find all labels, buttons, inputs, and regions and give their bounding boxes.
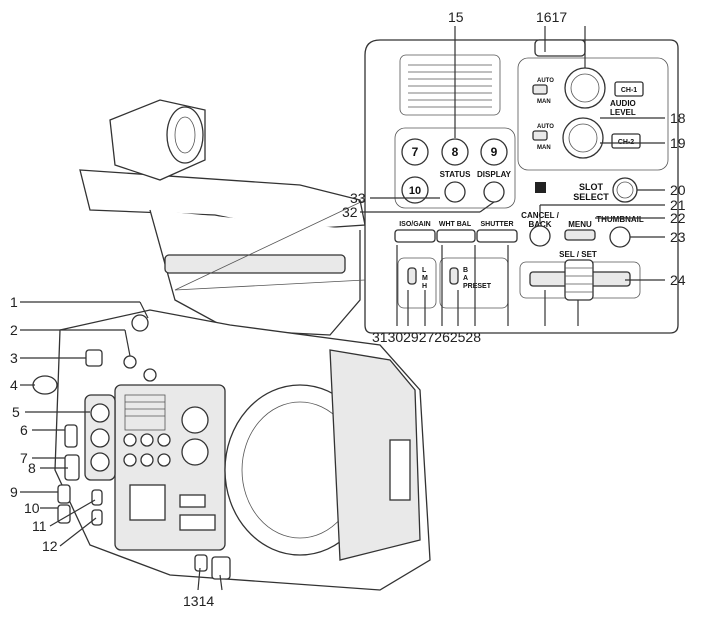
callout-21: 21 (670, 197, 686, 213)
audio-level-label-1: AUDIO (610, 99, 636, 108)
callout-6: 6 (20, 422, 28, 438)
callout-24: 24 (670, 272, 686, 288)
ch2-auto-man-switch[interactable] (532, 130, 548, 141)
display-label: DISPLAY (477, 170, 512, 179)
leader-lines (20, 26, 665, 591)
audio-level-label-2: LEVEL (610, 108, 636, 117)
callout-numbers: 1 2 3 4 5 6 7 8 9 10 11 12 1314 15 1617 … (10, 9, 686, 609)
btn9-label: 9 (491, 145, 498, 159)
callout-10: 10 (24, 500, 40, 516)
thumbnail-label: THUMBNAIL (596, 215, 644, 224)
sel-set-label: SEL / SET (559, 250, 597, 259)
wht-bal-label: WHT BAL (439, 221, 472, 228)
callout-1: 1 (10, 294, 18, 310)
gain-switch[interactable] (407, 267, 417, 285)
callout-9: 9 (10, 484, 18, 500)
btn7-label: 7 (412, 145, 419, 159)
callout-2: 2 (10, 322, 18, 338)
wb-a-label: A (463, 275, 468, 282)
gain-h-label: H (422, 283, 427, 290)
cancel-label-2: BACK (528, 220, 551, 229)
slot-label-1: SLOT (579, 182, 604, 192)
callout-32: 32 (342, 204, 358, 220)
sel-set-dial[interactable] (564, 259, 594, 301)
man-label-2: MAN (537, 145, 551, 151)
btn8-label: 8 (452, 145, 459, 159)
callout-23: 23 (670, 229, 686, 245)
callout-31-to-25: 31302927262528 (372, 329, 481, 345)
auto-label-1: AUTO (537, 78, 554, 84)
thumbnail-button[interactable] (609, 226, 631, 248)
wb-b-label: B (463, 267, 468, 274)
ch1-label: CH-1 (621, 87, 637, 94)
display-button[interactable] (483, 181, 505, 203)
gain-l-label: L (422, 267, 427, 274)
slot-label-2: SELECT (573, 192, 609, 202)
callout-19: 19 (670, 135, 686, 151)
iso-gain-label: ISO/GAIN (399, 221, 431, 228)
btn10-label: 10 (409, 185, 421, 197)
callout-18: 18 (670, 110, 686, 126)
assign-button-9[interactable] (480, 138, 508, 166)
assign-button-10[interactable] (401, 176, 429, 204)
zoom-connector-top (174, 199, 366, 291)
assign-button-8[interactable] (441, 138, 469, 166)
menu-button[interactable] (564, 229, 596, 241)
man-label-1: MAN (537, 99, 551, 105)
auto-label-2: AUTO (537, 124, 554, 130)
shutter-label: SHUTTER (480, 221, 513, 228)
status-button[interactable] (444, 181, 466, 203)
nfc-mark-icon (535, 182, 546, 193)
zoomed-control-panel: 7 8 9 10 STATUS DISPLAY AUTO MAN CH-1 AU… (364, 39, 679, 334)
gain-m-label: M (422, 275, 428, 282)
wht-bal-button[interactable] (436, 229, 476, 243)
ch1-auto-man-switch[interactable] (532, 84, 548, 95)
callout-7: 7 (20, 450, 28, 466)
wb-memory-switch[interactable] (449, 267, 459, 285)
zoom-connector-bottom (174, 279, 366, 291)
callout-3: 3 (10, 350, 18, 366)
assign-button-7[interactable] (401, 138, 429, 166)
wb-preset-label: PRESET (463, 283, 492, 290)
iso-gain-button[interactable] (394, 229, 436, 243)
camera-body (32, 99, 431, 591)
callout-12: 12 (42, 538, 58, 554)
callout-13-14: 1314 (183, 593, 214, 609)
callout-33: 33 (350, 190, 366, 206)
speaker-grille (399, 54, 501, 116)
shutter-button[interactable] (476, 229, 518, 243)
callout-5: 5 (12, 404, 20, 420)
callout-15: 15 (448, 9, 464, 25)
status-label: STATUS (440, 170, 471, 179)
menu-label: MENU (568, 220, 592, 229)
cancel-back-button[interactable] (529, 225, 551, 247)
callout-4: 4 (10, 377, 18, 393)
callout-16-17: 1617 (536, 9, 567, 25)
callout-8: 8 (28, 460, 36, 476)
callout-20: 20 (670, 182, 686, 198)
callout-11: 11 (32, 518, 47, 534)
callout-22: 22 (670, 210, 686, 226)
